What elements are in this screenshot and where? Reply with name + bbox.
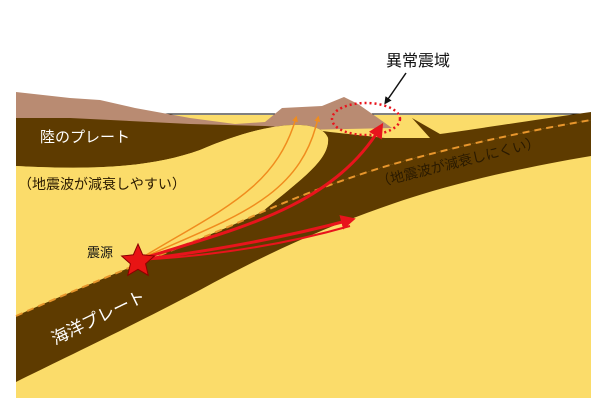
continental-interior: [16, 124, 329, 316]
weak-wave-1: [137, 115, 298, 261]
strong-wave-along-2: [137, 225, 351, 261]
attenuates-easily-label: （地震波が減衰しやすい）: [18, 176, 186, 193]
strong-wave-along: [137, 215, 356, 262]
hypocenter-label: 震源: [87, 246, 113, 261]
strong-wave-up: [137, 122, 384, 262]
oceanic-plate: [16, 120, 591, 382]
star-icon: [120, 242, 156, 277]
anomaly-pointer-arrow: [384, 72, 407, 105]
continental-plate-label: 陸のプレート: [40, 128, 130, 146]
weak-wave-2: [137, 115, 321, 261]
anomaly-zone-ellipse: [330, 101, 402, 137]
continental-plate: [16, 112, 591, 212]
anomaly-zone-label: 異常震域: [386, 51, 450, 70]
